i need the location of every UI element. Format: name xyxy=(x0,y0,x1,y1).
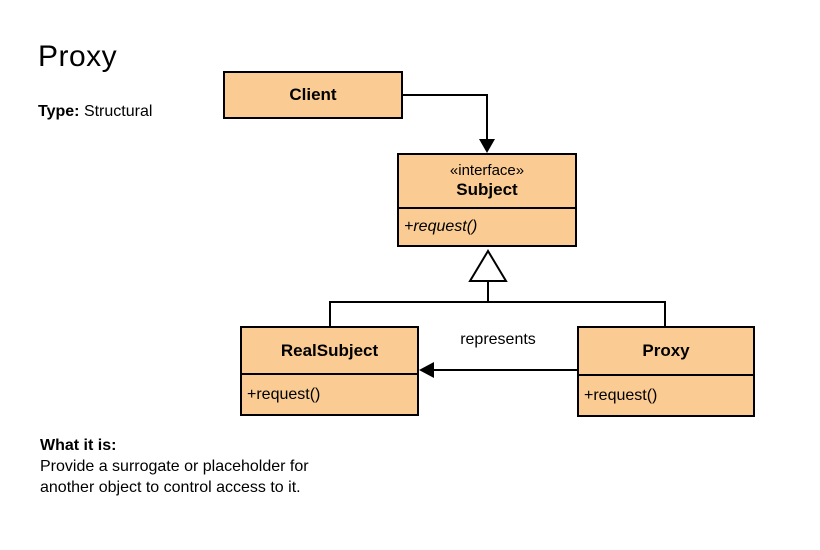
class-name-client: Client xyxy=(289,85,337,104)
pattern-type: Type: StructuralStructural xyxy=(38,103,152,121)
class-box-realsubject: RealSubject +request() xyxy=(240,326,419,416)
class-header-subject: «interface» Subject xyxy=(399,155,575,207)
pattern-type-value: Structural xyxy=(83,103,153,120)
method-proxy-request: +request() xyxy=(579,374,753,415)
class-header-client: Client xyxy=(225,73,401,117)
represents-association-label: represents xyxy=(460,331,536,348)
method-realsubject-request: +request() xyxy=(242,373,417,414)
description-line: another object to control access to it. xyxy=(40,479,301,496)
generalization-triangle-icon xyxy=(468,249,508,282)
arrowhead-down-icon xyxy=(479,139,495,153)
description-line: Provide a surrogate or placeholder for xyxy=(40,458,309,475)
class-box-client: Client xyxy=(223,71,403,119)
generalization-connector xyxy=(329,249,666,326)
represents-arrow xyxy=(419,362,577,378)
class-header-realsubject: RealSubject xyxy=(242,328,417,373)
description-heading: What it is: xyxy=(40,437,117,454)
class-box-proxy: Proxy +request() xyxy=(577,326,755,417)
pattern-description: What it is: Provide a surrogate or place… xyxy=(40,435,309,498)
stereotype-interface: «interface» xyxy=(449,162,525,179)
class-name-proxy: Proxy xyxy=(642,341,690,360)
client-to-subject-arrow xyxy=(403,94,495,153)
class-name-realsubject: RealSubject xyxy=(280,340,379,360)
pattern-type-label: Type: xyxy=(38,103,80,120)
class-box-subject: «interface» Subject +request() xyxy=(397,153,577,247)
method-subject-request: +request() xyxy=(399,207,575,245)
class-name-subject: Subject xyxy=(456,180,518,199)
class-header-proxy: Proxy xyxy=(579,328,753,374)
page-title: Proxy xyxy=(38,40,118,73)
arrowhead-left-icon xyxy=(419,362,434,378)
